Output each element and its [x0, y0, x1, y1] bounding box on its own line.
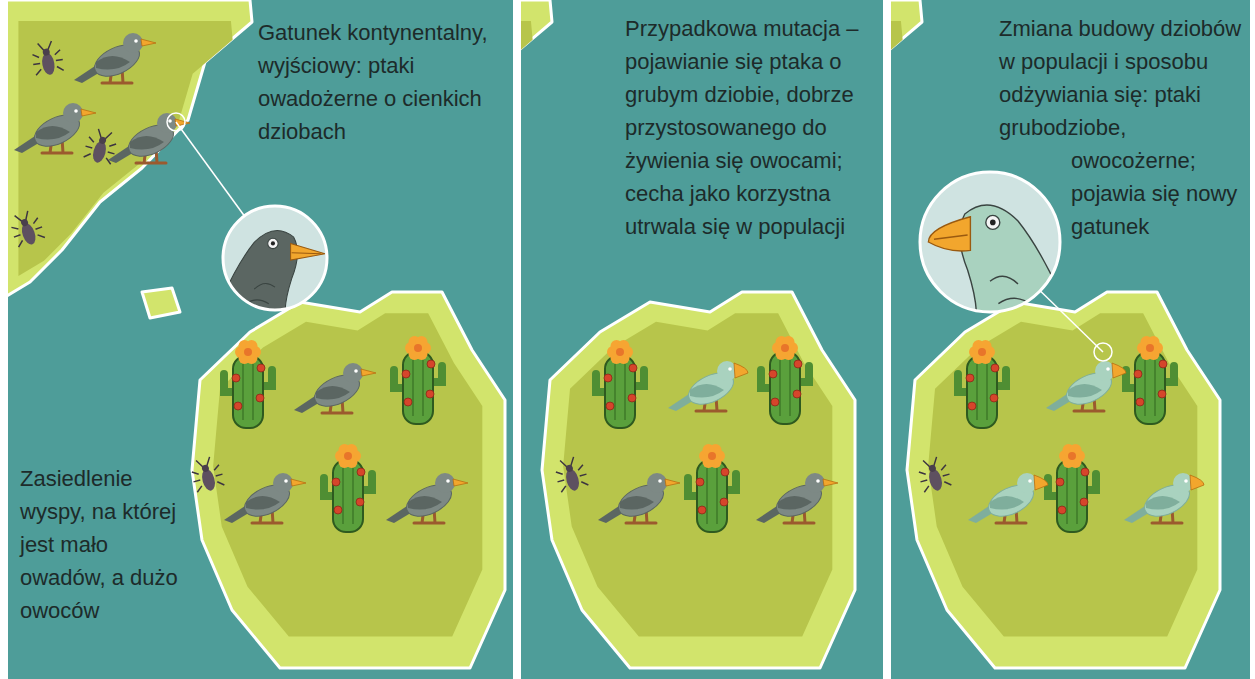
bird — [224, 473, 306, 523]
mainland — [891, 0, 922, 300]
cactus — [1048, 444, 1096, 532]
cactus — [761, 336, 809, 424]
stage-panel: Zmiana budowy dziobów w populacji i spos… — [891, 0, 1250, 679]
island-inner — [213, 313, 482, 636]
description-text: Przypadkowa mutacja – pojawianie się pta… — [625, 16, 859, 239]
stage-description: Przypadkowa mutacja – pojawianie się pta… — [625, 12, 879, 243]
magnifier — [920, 172, 1074, 326]
bird — [108, 113, 190, 163]
stage-description: Gatunek kontynentalny, wyjściowy: ptaki … — [258, 16, 510, 148]
bird — [1046, 361, 1126, 411]
island — [192, 292, 505, 668]
beetle — [915, 455, 953, 495]
island — [907, 292, 1220, 668]
beetle — [552, 455, 590, 495]
cactus — [688, 444, 736, 532]
bird — [668, 361, 748, 411]
island-inner — [563, 313, 832, 636]
beetle — [188, 455, 226, 495]
sea — [8, 0, 513, 679]
beetle — [7, 208, 46, 249]
bird — [968, 473, 1048, 523]
bird — [598, 473, 680, 523]
cactus — [394, 336, 442, 424]
focus-ring — [167, 113, 185, 131]
stage-description: Zmiana budowy dziobów w populacji i spos… — [999, 12, 1246, 322]
bird — [14, 103, 96, 153]
cactus — [958, 340, 1006, 428]
cactus — [224, 340, 272, 428]
description-text: Zasiedlenie wyspy, na której jest mało o… — [20, 466, 178, 623]
cactus — [596, 340, 644, 428]
stage-panel: Przypadkowa mutacja – pojawianie się pta… — [521, 0, 883, 679]
mainland-inner — [18, 21, 232, 276]
description-text: Zmiana budowy dziobów w populacji i spos… — [999, 16, 1241, 239]
focus-ring — [1094, 343, 1112, 361]
bird — [756, 473, 838, 523]
mainland-inner — [521, 21, 533, 276]
island-inner — [928, 313, 1197, 636]
beetle — [30, 40, 65, 78]
bird — [74, 33, 156, 83]
bird — [294, 363, 376, 413]
stage-description: Zasiedlenie wyspy, na której jest mało o… — [20, 462, 185, 627]
wrap-spacer — [999, 12, 1000, 152]
description-text: Gatunek kontynentalny, wyjściowy: ptaki … — [258, 20, 488, 144]
island — [542, 292, 855, 668]
wrap-spacer — [999, 152, 1071, 322]
cactus — [1126, 336, 1174, 424]
sea — [521, 0, 883, 679]
mainland — [521, 0, 552, 300]
beetle — [82, 127, 120, 167]
cactus — [324, 444, 372, 532]
islet — [142, 288, 180, 318]
magnifier — [213, 206, 327, 320]
mainland — [8, 0, 252, 300]
bird — [1124, 473, 1204, 523]
sea — [891, 0, 1250, 679]
stage-panel: Gatunek kontynentalny, wyjściowy: ptaki … — [8, 0, 513, 679]
bird — [386, 473, 468, 523]
mainland-inner — [891, 21, 903, 276]
